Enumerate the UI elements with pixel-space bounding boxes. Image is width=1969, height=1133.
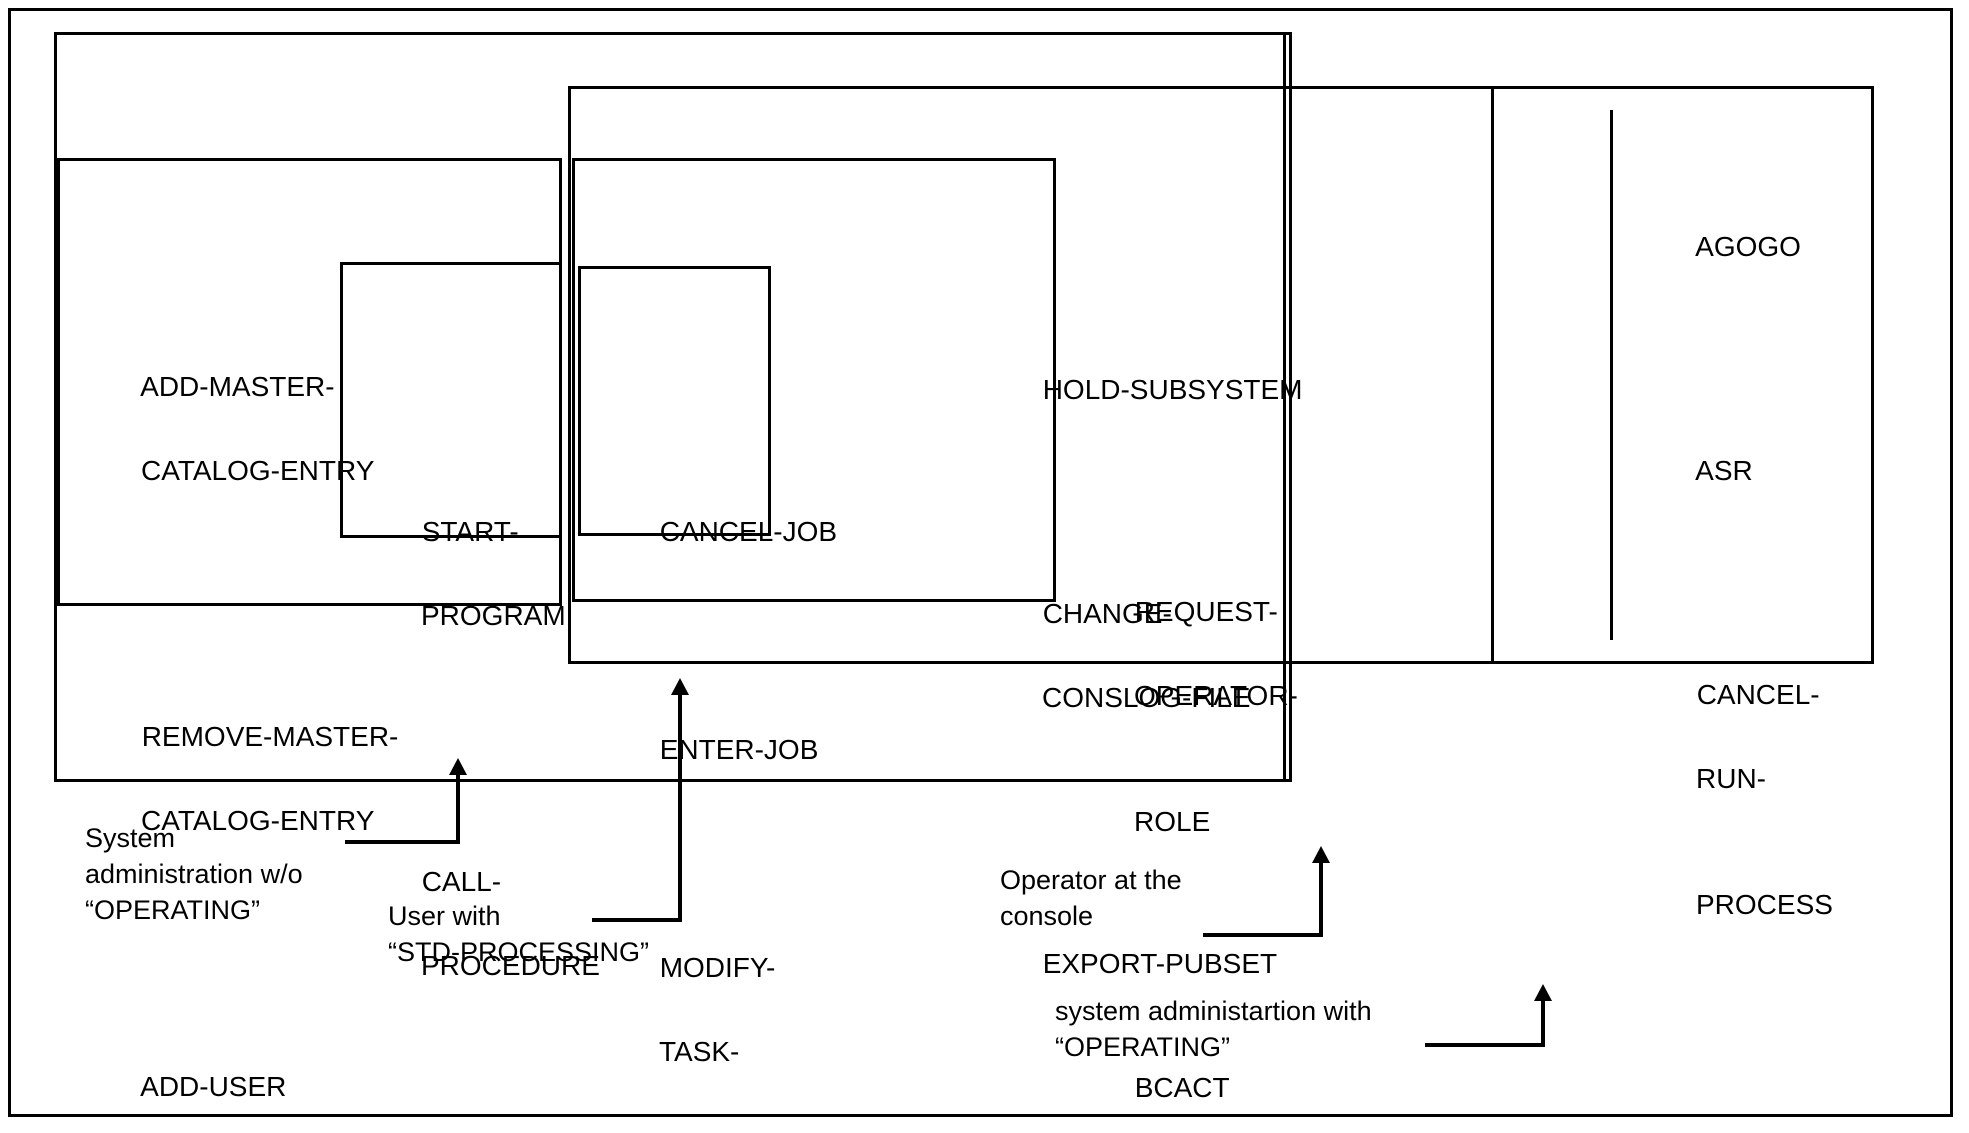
list-item: BCACT xyxy=(1134,1072,1230,1103)
caption-sysadmin-with-operating: system administartion with “OPERATING” xyxy=(1055,996,1372,1062)
leader-line-sysadmin-vertical xyxy=(456,774,460,844)
caption-user-std-processing: User with “STD-PROCESSING” xyxy=(388,901,650,967)
leader-line-std-horizontal xyxy=(592,918,682,922)
list-item: RUN xyxy=(1650,1108,1910,1133)
list-item: ADD-USER xyxy=(140,1071,287,1102)
leader-arrow-std xyxy=(671,678,689,695)
caption-operator-console: Operator at the console xyxy=(1000,865,1182,931)
leader-line-operator-vertical xyxy=(1319,862,1323,937)
list-item: AGOGO xyxy=(1695,231,1801,262)
list-item: CANCEL- RUN- PROCESS xyxy=(1696,679,1833,920)
box-operating-commands xyxy=(1283,86,1874,664)
operator-command-list: HOLD-SUBSYSTEM CHANGE- CONSLOG-FILE EXPO… xyxy=(996,243,1326,1133)
box-operator-console xyxy=(568,86,1494,664)
list-item: ADD-MASTER- CATALOG-ENTRY xyxy=(140,371,375,486)
box-job-commands xyxy=(578,266,771,536)
std-processing-command-list: START- PROGRAM CALL- PROCEDURE ... xyxy=(375,385,600,1133)
list-item: MODIFY- TASK- PRIORITY xyxy=(659,952,776,1067)
operating-command-list: AGOGO ASR CANCEL- RUN- PROCESS RUN ASTOP… xyxy=(1650,100,1910,1133)
operator-role-command-list: REQUEST- OPERATOR- ROLE BCACT DCSTART ..… xyxy=(1088,465,1318,1133)
box-system-admin-wo-operating xyxy=(54,32,1292,782)
list-item: REQUEST- OPERATOR- ROLE xyxy=(1134,596,1298,837)
list-item: EXPORT-PUBSET xyxy=(1042,948,1278,979)
leader-arrow-operating xyxy=(1534,984,1552,1001)
sysadmin-command-list: ADD-MASTER- CATALOG-ENTRY REMOVE-MASTER-… xyxy=(95,240,425,1133)
leader-line-operating-vertical xyxy=(1541,1000,1545,1047)
leader-line-sysadmin-horizontal xyxy=(345,840,460,844)
list-item: ASR xyxy=(1695,455,1753,486)
list-item: CHANGE- CONSLOG-FILE xyxy=(1042,598,1251,713)
box-operator-commands xyxy=(572,158,1056,602)
operating-column-left-divider xyxy=(1610,110,1613,640)
outer-frame xyxy=(8,8,1953,1117)
leader-arrow-operator xyxy=(1312,846,1330,863)
list-item: START- PROGRAM xyxy=(421,516,566,631)
list-item: CALL- PROCEDURE xyxy=(421,866,600,981)
list-item: CANCEL-JOB xyxy=(659,516,838,547)
list-item: HOLD-SUBSYSTEM xyxy=(1042,374,1303,405)
list-item: REMOVE-MASTER- CATALOG-ENTRY xyxy=(141,721,399,836)
leader-arrow-sysadmin xyxy=(449,758,467,775)
leader-line-std-vertical xyxy=(678,694,682,922)
leader-line-operator-horizontal xyxy=(1203,933,1323,937)
job-command-list: CANCEL-JOB ENTER-JOB MODIFY- TASK- PRIOR… xyxy=(613,385,838,1133)
list-item: ENTER-JOB xyxy=(659,734,819,765)
caption-sysadmin-wo-operating: System administration w/o “OPERATING” xyxy=(85,823,303,925)
box-std-processing-commands xyxy=(340,262,562,538)
leader-line-operating-horizontal xyxy=(1425,1043,1545,1047)
